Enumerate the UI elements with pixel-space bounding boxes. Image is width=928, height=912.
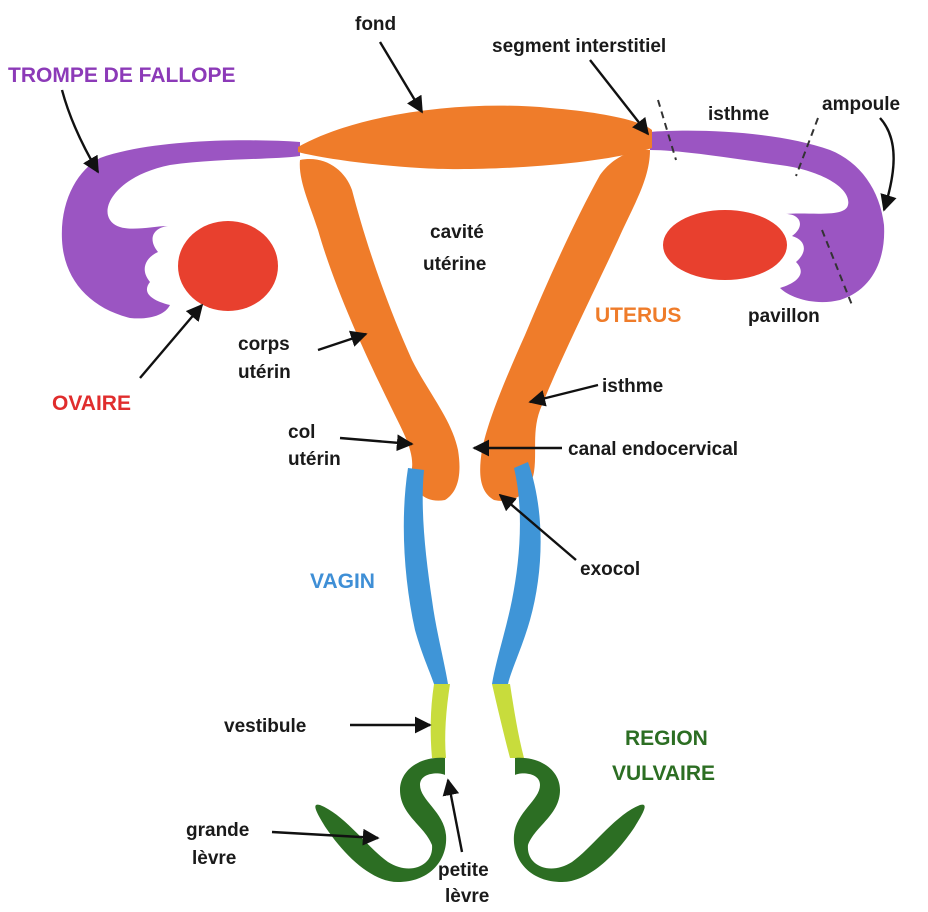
arrow-fond	[380, 42, 422, 112]
label-cavite-2: utérine	[423, 254, 486, 275]
label-col-1: col	[288, 422, 315, 443]
arrow-trompe	[62, 90, 98, 172]
arrow-petite-levre	[448, 780, 462, 852]
arrow-ampoule	[880, 118, 894, 210]
label-grande-2: lèvre	[192, 848, 236, 869]
left-labia	[315, 758, 446, 882]
label-petite-2: lèvre	[445, 886, 489, 907]
label-region-2: VULVAIRE	[612, 762, 715, 785]
arrow-grande-levre	[272, 832, 378, 838]
label-col-2: utérin	[288, 449, 341, 470]
arrow-col	[340, 438, 412, 444]
vestibule-right	[492, 684, 524, 758]
label-grande-1: grande	[186, 820, 249, 841]
label-trompe: TROMPE DE FALLOPE	[8, 64, 236, 87]
label-canal: canal endocervical	[568, 439, 738, 460]
label-pavillon: pavillon	[748, 306, 820, 327]
label-ampoule: ampoule	[822, 94, 900, 115]
label-corps-2: utérin	[238, 362, 291, 383]
right-fallopian-tube	[648, 131, 884, 302]
label-isthme-uterus: isthme	[602, 376, 663, 397]
uterine-fundus	[298, 106, 652, 169]
label-vestibule: vestibule	[224, 716, 306, 737]
label-corps-1: corps	[238, 334, 290, 355]
label-exocol: exocol	[580, 559, 640, 580]
label-segment: segment interstitiel	[492, 36, 666, 57]
label-petite-1: petite	[438, 860, 489, 881]
left-ovary	[178, 221, 278, 311]
label-fond: fond	[355, 14, 396, 35]
right-ovary	[663, 210, 787, 280]
label-vagin: VAGIN	[310, 570, 375, 593]
label-isthme-tube: isthme	[708, 104, 769, 125]
arrow-corps	[318, 334, 366, 350]
label-cavite-1: cavité	[430, 222, 484, 243]
label-uterus: UTERUS	[595, 304, 681, 327]
vestibule-left	[431, 684, 450, 758]
label-ovaire: OVAIRE	[52, 392, 131, 415]
dash-interstitial	[658, 100, 676, 160]
label-region-1: REGION	[625, 727, 708, 750]
